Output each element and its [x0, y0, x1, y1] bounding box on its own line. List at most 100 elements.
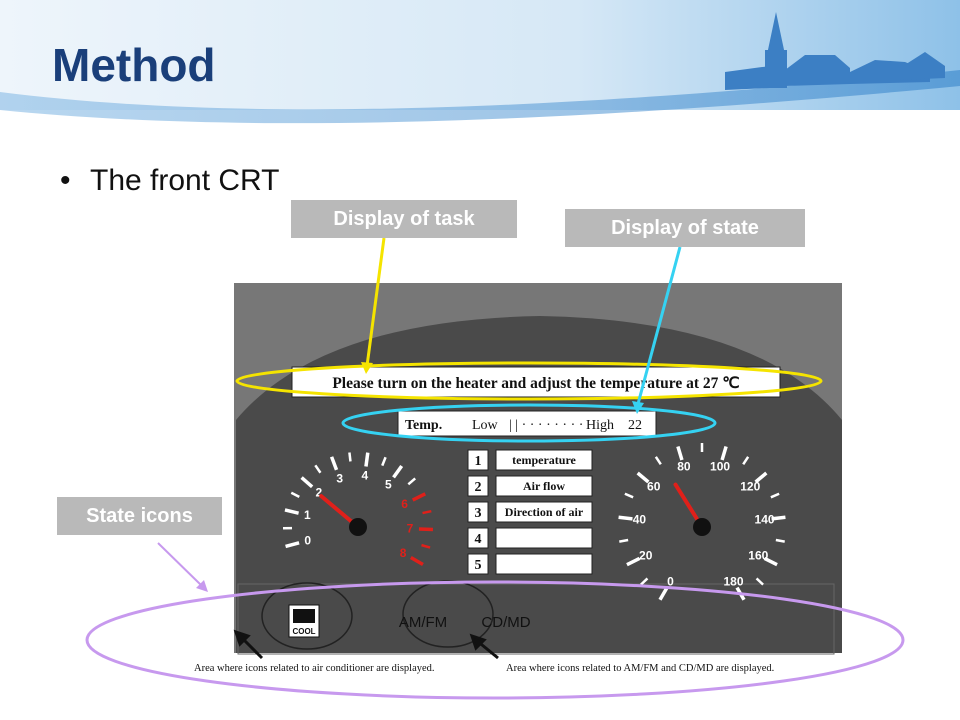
- caption-audio: Area where icons related to AM/FM and CD…: [506, 663, 774, 674]
- menu-number: 3: [475, 506, 482, 521]
- icons-highlight-ellipse: [85, 580, 905, 700]
- gauge-tick: [676, 446, 684, 461]
- menu-item[interactable]: [495, 449, 593, 471]
- gauge-tick: [348, 452, 352, 462]
- state-bar-box: [397, 410, 657, 437]
- gauge-hub: [349, 518, 367, 536]
- state-bar-value: 22: [628, 418, 642, 433]
- menu-item-label: Direction of air: [505, 505, 584, 519]
- gauge-label: 1: [304, 508, 311, 522]
- gauge-tick: [411, 492, 427, 502]
- task-highlight-ellipse: [235, 361, 823, 401]
- gauge-label: 7: [407, 522, 414, 536]
- gauge-tick: [775, 538, 785, 543]
- gauge-tick: [626, 556, 641, 567]
- menu-number-box[interactable]: [467, 501, 489, 523]
- gauge-tick: [624, 492, 634, 499]
- gauge-label: 0: [304, 533, 311, 547]
- menu-number-box[interactable]: [467, 527, 489, 549]
- gauge-tick: [640, 577, 649, 586]
- menu-item[interactable]: [495, 553, 593, 575]
- slide-title: Method: [52, 39, 216, 91]
- state-bar-label: Temp.: [405, 418, 442, 433]
- caption-arrows: [233, 629, 499, 660]
- gauge-tick: [755, 577, 764, 586]
- gauge-tick: [654, 456, 662, 466]
- gauge-tick: [618, 515, 633, 521]
- gauge-tick: [636, 471, 650, 484]
- gauge-tick: [771, 515, 786, 521]
- gauge-tick: [720, 446, 728, 461]
- icons-callout-arrow: [157, 542, 208, 592]
- menu-number-box[interactable]: [467, 475, 489, 497]
- gauge-tick: [314, 464, 322, 474]
- callout-display-of-task: Display of task: [291, 200, 517, 238]
- state-highlight-ellipse: [341, 403, 717, 443]
- gauge-tick: [754, 471, 768, 484]
- menu-item[interactable]: [495, 527, 593, 549]
- cd-md-icon-label: CD/MD: [481, 614, 530, 631]
- gauge-tick: [763, 556, 778, 567]
- gauge-label: 3: [336, 471, 343, 485]
- callout-state-icons: State icons: [57, 497, 222, 535]
- gauge-label: 60: [647, 480, 661, 494]
- gauge-tick: [421, 543, 431, 549]
- menu-number: 2: [475, 480, 482, 495]
- callout-display-of-state: Display of state: [565, 209, 805, 247]
- gauge-label: 0: [667, 575, 674, 589]
- gauge-tick: [284, 508, 299, 515]
- gauge-label: 160: [748, 548, 768, 562]
- gauge-tick: [285, 541, 300, 549]
- bullet-item: • The front CRT: [60, 164, 280, 198]
- gauge-tick: [300, 476, 314, 489]
- bullet-text: The front CRT: [90, 164, 280, 197]
- gauge-label: 20: [639, 548, 653, 562]
- am-fm-icon-label: AM/FM: [399, 614, 447, 631]
- gauge-tick: [742, 456, 750, 466]
- village-silhouette: [725, 12, 945, 90]
- gauge-tick: [407, 477, 416, 486]
- gauge-label: 5: [385, 478, 392, 492]
- menu-item-label: temperature: [512, 453, 576, 467]
- state-bar-level: | | · · · · · · · ·: [509, 418, 583, 433]
- aircon-icon-area: [261, 582, 353, 650]
- gauge-label: 100: [710, 460, 730, 474]
- cool-icon: COOL: [288, 604, 320, 638]
- gauge-label: 8: [400, 546, 407, 560]
- menu-number: 5: [475, 558, 482, 573]
- gauge-tick: [422, 509, 432, 515]
- state-bar-high: High: [586, 418, 614, 433]
- task-message: Please turn on the heater and adjust the…: [332, 375, 740, 392]
- menu-number: 1: [475, 454, 482, 469]
- gauge-label: 120: [740, 480, 760, 494]
- function-menu: 1 temperature 2 Air flow 3 Direction of air 4 5: [467, 449, 593, 575]
- state-callout-arrow: [632, 246, 682, 414]
- menu-item-label: Air flow: [523, 479, 565, 493]
- task-message-box: [291, 366, 781, 398]
- gauge-tick: [409, 555, 424, 567]
- state-bar-low: Low: [472, 418, 499, 433]
- gauge-tick: [619, 538, 629, 543]
- menu-number-box[interactable]: [467, 449, 489, 471]
- gauge-tick: [329, 456, 339, 471]
- svg-text:COOL: COOL: [292, 627, 315, 636]
- gauge-label: 4: [361, 468, 368, 482]
- menu-number-box[interactable]: [467, 553, 489, 575]
- task-callout-arrow: [361, 237, 386, 374]
- menu-item[interactable]: [495, 475, 593, 497]
- gauge-label: 2: [316, 486, 323, 500]
- gauge-label: 180: [723, 575, 743, 589]
- tachometer-gauge: 0 123 4 56 78: [282, 452, 434, 567]
- menu-item[interactable]: [495, 501, 593, 523]
- bullet-dot: •: [60, 164, 71, 197]
- menu-number: 4: [475, 532, 482, 547]
- gauge-tick: [658, 586, 669, 601]
- gauge-label: 140: [755, 513, 775, 527]
- gauge-label: 6: [401, 497, 408, 511]
- gauge-tick: [290, 491, 300, 498]
- gauge-tick: [392, 465, 404, 479]
- gauge-label: 80: [677, 460, 691, 474]
